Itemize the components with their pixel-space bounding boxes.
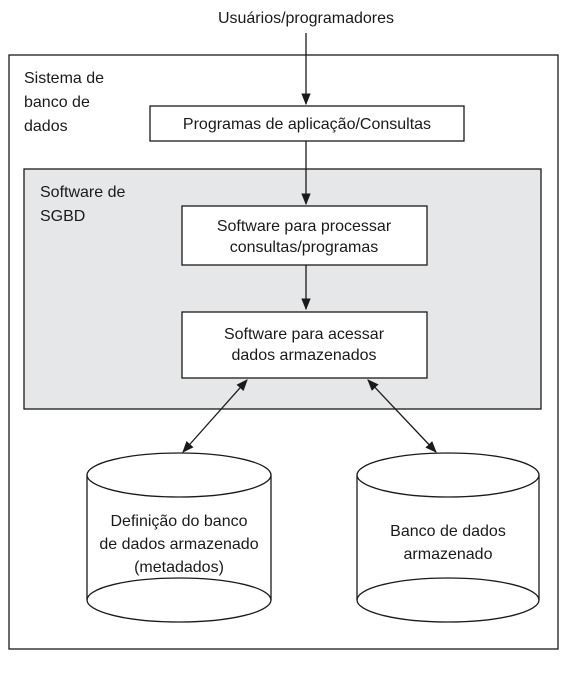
- sgbd-label-line-2: SGBD: [40, 208, 85, 225]
- data-access-box: [181, 311, 428, 379]
- arrow-access-database: [367, 379, 437, 453]
- application-programs-label: Programas de aplicação/Consultas: [183, 116, 431, 133]
- system-label-line-1: Sistema de: [24, 70, 104, 87]
- metadata-line-3: (metadados): [134, 559, 224, 576]
- query-processing-line-1: Software para processar: [217, 218, 392, 235]
- sgbd-label-line-1: Software de: [40, 184, 125, 201]
- database-line-2: armazenado: [404, 546, 493, 563]
- system-label-line-3: dados: [24, 118, 68, 135]
- metadata-cylinder: [86, 452, 272, 623]
- data-access-line-1: Software para acessar: [224, 326, 385, 343]
- application-programs-box: [149, 105, 465, 142]
- query-processing-line-2: consultas/programas: [230, 239, 379, 256]
- arrow-access-metadata: [182, 379, 248, 453]
- metadata-line-2: de dados armazenado: [99, 536, 258, 553]
- database-cylinder: [356, 452, 540, 623]
- database-line-1: Banco de dados: [390, 523, 506, 540]
- system-label-line-2: banco de: [24, 94, 90, 111]
- metadata-line-1: Definição do banco: [111, 513, 248, 530]
- data-access-line-2: dados armazenados: [232, 347, 377, 364]
- users-label: Usuários/programadores: [218, 10, 394, 27]
- query-processing-box: [181, 205, 428, 266]
